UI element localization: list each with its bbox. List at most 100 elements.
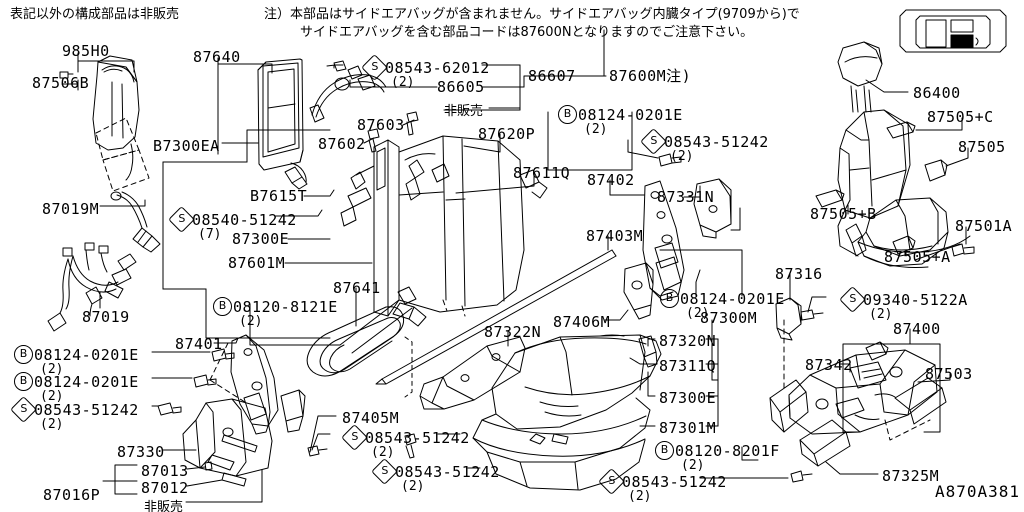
fastener-qty: (2) bbox=[239, 314, 263, 329]
part-label-87611Q: 87611Q bbox=[513, 164, 571, 182]
fastener-badge-b-icon: B bbox=[655, 441, 674, 460]
fastener-qty: (2) bbox=[686, 306, 710, 321]
part-label-87501A: 87501A bbox=[955, 217, 1013, 235]
part-87330-trim bbox=[182, 398, 273, 487]
fastener-code-08543-51242: 08543-51242 bbox=[664, 133, 769, 151]
fastener-code-08124-0201E: 08124-0201E bbox=[34, 373, 139, 391]
part-87401-bracket bbox=[157, 334, 306, 435]
part-label-87405M: 87405M bbox=[342, 409, 400, 427]
part-87620P-seatback bbox=[339, 135, 548, 354]
fastener-badge-b-icon: B bbox=[558, 105, 577, 124]
vehicle-icon bbox=[899, 9, 1007, 53]
part-label-87320N: 87320N bbox=[659, 332, 717, 350]
fastener-code-08120-8201F: 08120-8201F bbox=[675, 442, 780, 460]
drawing-code: A870A381 bbox=[935, 482, 1021, 501]
part-label-87506B: 87506B bbox=[32, 74, 90, 92]
fastener-code-08120-8121E: 08120-8121E bbox=[233, 298, 338, 316]
fastener-code-08124-0201E: 08124-0201E bbox=[680, 290, 785, 308]
seat-assembly-illustration bbox=[815, 41, 975, 268]
part-label-86607: 86607 bbox=[528, 67, 576, 85]
part-87406M-bracket bbox=[623, 262, 654, 320]
part-label-87603: 87603 bbox=[357, 116, 405, 134]
fastener-code-08124-0201E: 08124-0201E bbox=[578, 106, 683, 124]
part-label-87641: 87641 bbox=[333, 279, 381, 297]
leader-lines bbox=[61, 29, 969, 503]
part-label-87601M: 87601M bbox=[228, 254, 286, 272]
fastener-qty: (2) bbox=[628, 489, 652, 504]
fastener-badge-b-icon: B bbox=[14, 345, 33, 364]
fastener-qty: (2) bbox=[371, 445, 395, 460]
part-label-87403M: 87403M bbox=[586, 227, 644, 245]
part-label-87330: 87330 bbox=[117, 443, 165, 461]
part-label-87402: 87402 bbox=[587, 171, 635, 189]
fastener-badge-b-icon: B bbox=[213, 297, 232, 316]
fastener-qty: (7) bbox=[198, 227, 222, 242]
part-label-87600M: 87600M注) bbox=[609, 67, 692, 85]
part-87405M-pin bbox=[307, 433, 417, 459]
fastener-badge-b-icon: B bbox=[660, 289, 679, 308]
part-label-87322N: 87322N bbox=[484, 323, 542, 341]
fastener-qty: (2) bbox=[681, 458, 705, 473]
part-label-87300E: 87300E bbox=[232, 230, 290, 248]
fastener-code-08543-51242: 08543-51242 bbox=[622, 473, 727, 491]
fastener-qty: (2) bbox=[869, 307, 893, 322]
part-label-87620P: 87620P bbox=[478, 125, 536, 143]
fastener-qty: (2) bbox=[584, 122, 608, 137]
part-87641-strap bbox=[306, 286, 427, 377]
part-label-87406M: 87406M bbox=[553, 313, 611, 331]
fastener-qty: (2) bbox=[670, 149, 694, 164]
part-label-87019: 87019 bbox=[82, 308, 130, 326]
part-label-87505+C: 87505+C bbox=[927, 108, 994, 126]
part-label-87325M: 87325M bbox=[882, 467, 940, 485]
part-label-87400: 87400 bbox=[893, 320, 941, 338]
fastener-code-08543-51242: 08543-51242 bbox=[34, 401, 139, 419]
part-label-87300M: 87300M bbox=[700, 309, 758, 327]
fastener-qty: (2) bbox=[391, 75, 415, 90]
part-label-87311Q: 87311Q bbox=[659, 357, 717, 375]
fastener-code-08543-51242: 08543-51242 bbox=[365, 429, 470, 447]
part-87322N-trim bbox=[404, 336, 526, 410]
not-for-sale-mark: 非販売 bbox=[144, 500, 184, 512]
part-label-B7615T: B7615T bbox=[250, 187, 308, 205]
fastener-qty: (2) bbox=[401, 479, 425, 494]
part-label-86605: 86605 bbox=[437, 78, 485, 96]
part-87603-bolt bbox=[406, 111, 419, 136]
part-label-87342: 87342 bbox=[805, 356, 853, 374]
part-label-87505+A: 87505+A bbox=[884, 248, 951, 266]
part-label-87640: 87640 bbox=[193, 48, 241, 66]
part-87400-slide-rail bbox=[769, 319, 947, 483]
fastener-qty: (2) bbox=[40, 389, 64, 404]
fastener-code-08124-0201E: 08124-0201E bbox=[34, 346, 139, 364]
part-label-87505+B: 87505+B bbox=[810, 205, 877, 223]
fastener-qty: (2) bbox=[40, 362, 64, 377]
note-body-line2: サイドエアバッグを含む部品コードは87600Nとなりますのでご注意下さい。 bbox=[300, 25, 754, 40]
part-label-87300E: 87300E bbox=[659, 389, 717, 407]
part-label-87301M: 87301M bbox=[659, 419, 717, 437]
part-label-985H0: 985H0 bbox=[62, 42, 110, 60]
part-label-87505: 87505 bbox=[958, 138, 1006, 156]
not-for-sale-mark: 非販売 bbox=[444, 104, 484, 119]
note-body-line1: 注）本部品はサイドエアバッグが含まれません。サイドエアバッグ内臓タイプ(9709… bbox=[264, 7, 800, 22]
part-87640-back-panel bbox=[257, 58, 308, 190]
part-label-87316: 87316 bbox=[775, 265, 823, 283]
part-label-87401: 87401 bbox=[175, 335, 223, 353]
fastener-code-08540-51242: 08540-51242 bbox=[192, 211, 297, 229]
part-label-86400: 86400 bbox=[913, 84, 961, 102]
fastener-code-08543-62012: 08543-62012 bbox=[385, 59, 490, 77]
part-label-87331N: 87331N bbox=[657, 188, 715, 206]
part-87300M-cushion bbox=[472, 334, 662, 491]
part-87403M-rod bbox=[375, 249, 617, 385]
part-label-B7300EA: B7300EA bbox=[153, 137, 220, 155]
fastener-badge-b-icon: B bbox=[14, 372, 33, 391]
part-87331N-bracket bbox=[693, 178, 732, 239]
fastener-code-08543-51242: 08543-51242 bbox=[395, 463, 500, 481]
part-985H0-side-cover bbox=[59, 55, 140, 181]
part-label-87602: 87602 bbox=[318, 135, 366, 153]
note-header: 表記以外の構成部品は非販売 bbox=[10, 7, 180, 22]
part-label-87013: 87013 bbox=[141, 462, 189, 480]
part-label-87016P: 87016P bbox=[43, 486, 101, 504]
part-86605-handle bbox=[309, 60, 387, 123]
part-label-87503: 87503 bbox=[925, 365, 973, 383]
